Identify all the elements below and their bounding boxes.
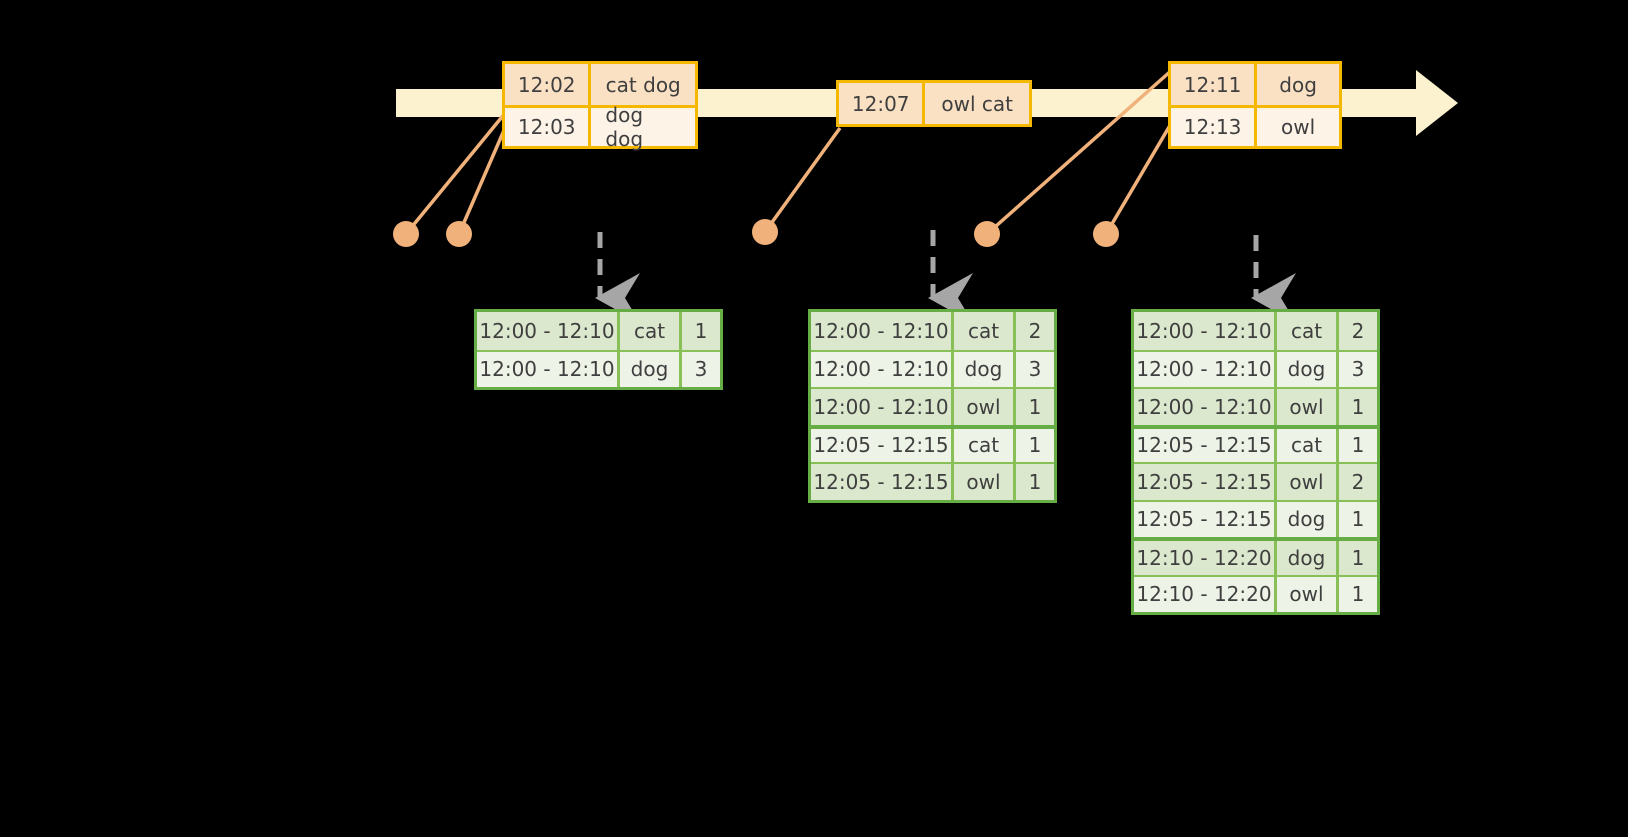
result-table-1: 12:00 - 12:10 cat 1 12:00 - 12:10 dog 3: [474, 309, 723, 390]
table-row: 12:00 - 12:10 owl 1: [811, 387, 1054, 425]
word-cell: cat: [1274, 428, 1336, 462]
window-cell: 12:10 - 12:20: [1134, 576, 1274, 612]
event-row: 12:03 dog dog: [505, 103, 695, 151]
word-cell: dog: [1274, 501, 1336, 537]
event-words: owl cat: [925, 83, 1029, 124]
connector-1202: [393, 110, 508, 247]
word-cell: dog: [1274, 541, 1336, 575]
word-cell: cat: [951, 312, 1013, 350]
count-cell: 1: [1013, 464, 1054, 500]
count-cell: 2: [1336, 312, 1377, 350]
word-cell: cat: [1274, 312, 1336, 350]
window-cell: 12:00 - 12:10: [477, 351, 617, 387]
window-cell: 12:10 - 12:20: [1134, 541, 1274, 575]
timeline-arrowhead-icon: [1416, 70, 1458, 136]
event-time: 12:13: [1171, 108, 1258, 146]
word-cell: owl: [1274, 576, 1336, 612]
window-cell: 12:00 - 12:10: [477, 312, 617, 350]
result-table-3: 12:00 - 12:10 cat 2 12:00 - 12:10 dog 3 …: [1131, 309, 1380, 615]
window-cell: 12:05 - 12:15: [1134, 428, 1274, 462]
table-row: 12:00 - 12:10 dog 3: [811, 349, 1054, 387]
count-cell: 1: [1013, 389, 1054, 425]
event-row: 12:11 dog: [1171, 64, 1339, 105]
window-cell: 12:00 - 12:10: [1134, 351, 1274, 387]
count-cell: 3: [1336, 351, 1377, 387]
table-row: 12:05 - 12:15 owl 1: [811, 462, 1054, 500]
window-cell: 12:00 - 12:10: [811, 312, 951, 350]
table-row: 12:00 - 12:10 dog 3: [1134, 349, 1377, 387]
connector-1213: [1093, 121, 1174, 247]
count-cell: 1: [679, 312, 720, 350]
window-cell: 12:00 - 12:10: [811, 351, 951, 387]
event-row: 12:02 cat dog: [505, 64, 695, 105]
window-cell: 12:05 - 12:15: [811, 428, 951, 462]
word-cell: dog: [1274, 351, 1336, 387]
result-table-2: 12:00 - 12:10 cat 2 12:00 - 12:10 dog 3 …: [808, 309, 1057, 503]
count-cell: 2: [1013, 312, 1054, 350]
window-cell: 12:05 - 12:15: [1134, 464, 1274, 500]
event-box-3: 12:11 dog 12:13 owl: [1168, 61, 1342, 149]
table-row: 12:05 - 12:15 owl 2: [1134, 462, 1377, 500]
word-cell: owl: [951, 464, 1013, 500]
word-cell: cat: [951, 428, 1013, 462]
event-time: 12:11: [1171, 64, 1258, 105]
event-row: 12:13 owl: [1171, 105, 1339, 146]
count-cell: 1: [1336, 389, 1377, 425]
window-cell: 12:05 - 12:15: [1134, 501, 1274, 537]
connector-1203: [446, 127, 507, 247]
count-cell: 1: [1336, 501, 1377, 537]
event-words: owl: [1257, 108, 1339, 146]
count-cell: 3: [1013, 351, 1054, 387]
word-cell: owl: [951, 389, 1013, 425]
event-words: dog: [1257, 64, 1339, 105]
table-row: 12:05 - 12:15 dog 1: [1134, 499, 1377, 537]
table-row: 12:00 - 12:10 owl 1: [1134, 387, 1377, 425]
word-cell: owl: [1274, 464, 1336, 500]
count-cell: 1: [1336, 541, 1377, 575]
event-words: dog dog: [591, 103, 695, 151]
event-words: cat dog: [591, 64, 695, 105]
table-row: 12:00 - 12:10 cat 2: [811, 312, 1054, 350]
event-time: 12:07: [839, 83, 926, 124]
table-row: 12:00 - 12:10 dog 3: [477, 349, 720, 387]
event-box-2: 12:07 owl cat: [836, 80, 1032, 127]
table-row: 12:00 - 12:10 cat 1: [477, 312, 720, 350]
count-cell: 1: [1336, 576, 1377, 612]
window-cell: 12:05 - 12:15: [811, 464, 951, 500]
event-row: 12:07 owl cat: [839, 83, 1029, 124]
event-time: 12:02: [505, 64, 592, 105]
count-cell: 1: [1336, 428, 1377, 462]
count-cell: 3: [679, 351, 720, 387]
count-cell: 2: [1336, 464, 1377, 500]
table-row: 12:10 - 12:20 owl 1: [1134, 574, 1377, 612]
event-box-1: 12:02 cat dog 12:03 dog dog: [502, 61, 698, 151]
window-cell: 12:00 - 12:10: [1134, 312, 1274, 350]
word-cell: owl: [1274, 389, 1336, 425]
word-cell: dog: [617, 351, 679, 387]
table-row: 12:05 - 12:15 cat 1: [1134, 424, 1377, 462]
window-cell: 12:00 - 12:10: [1134, 389, 1274, 425]
word-cell: cat: [617, 312, 679, 350]
event-time: 12:03: [505, 108, 592, 146]
table-row: 12:10 - 12:20 dog 1: [1134, 537, 1377, 575]
window-cell: 12:00 - 12:10: [811, 389, 951, 425]
count-cell: 1: [1013, 428, 1054, 462]
table-row: 12:05 - 12:15 cat 1: [811, 424, 1054, 462]
table-row: 12:00 - 12:10 cat 2: [1134, 312, 1377, 350]
word-cell: dog: [951, 351, 1013, 387]
connector-1207: [752, 126, 842, 245]
